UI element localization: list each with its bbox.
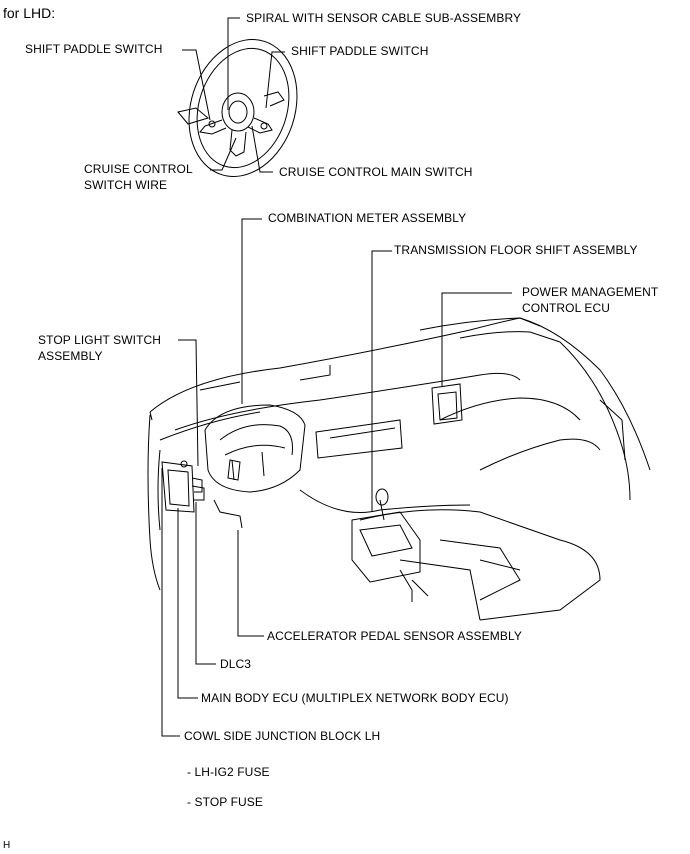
main-body-ecu-label: MAIN BODY ECU (MULTIPLEX NETWORK BODY EC… [201,691,509,705]
spiral-cable-label: SPIRAL WITH SENSOR CABLE SUB-ASSEMBRY [246,11,522,25]
cruise-wire-label-line1: CRUISE CONTROL [84,162,193,176]
footer-code: H [3,840,11,851]
cruise-main-switch-label: CRUISE CONTROL MAIN SWITCH [279,165,473,179]
steering-leader-lines [182,17,285,173]
steering-wheel-illustration [177,39,298,177]
stop-light-switch-label-line1: STOP LIGHT SWITCH [38,333,162,347]
power-mgmt-ecu-label-line2: CONTROL ECU [522,301,610,315]
accelerator-pedal-label: ACCELERATOR PEDAL SENSOR ASSEMBLY [267,629,522,643]
combination-meter-label: COMBINATION METER ASSEMBLY [268,211,467,225]
dashboard-illustration [147,317,651,621]
shift-paddle-right-label: SHIFT PADDLE SWITCH [291,44,429,58]
shift-paddle-left-label: SHIFT PADDLE SWITCH [25,42,163,56]
dlc3-label: DLC3 [220,657,252,671]
diagram-heading: for LHD: [3,5,56,21]
cowl-junction-block-label: COWL SIDE JUNCTION BLOCK LH [184,729,381,743]
fuse-stop-label: - STOP FUSE [187,795,264,809]
power-mgmt-ecu-label-line1: POWER MANAGEMENT [522,285,659,299]
cruise-wire-label-line2: SWITCH WIRE [84,178,168,192]
fuse-lh-ig2-label: - LH-IG2 FUSE [187,765,270,779]
stop-light-switch-label-line2: ASSEMBLY [38,349,103,363]
transmission-shift-label: TRANSMISSION FLOOR SHIFT ASSEMBLY [394,243,638,257]
dashboard-leader-lines [161,218,512,737]
